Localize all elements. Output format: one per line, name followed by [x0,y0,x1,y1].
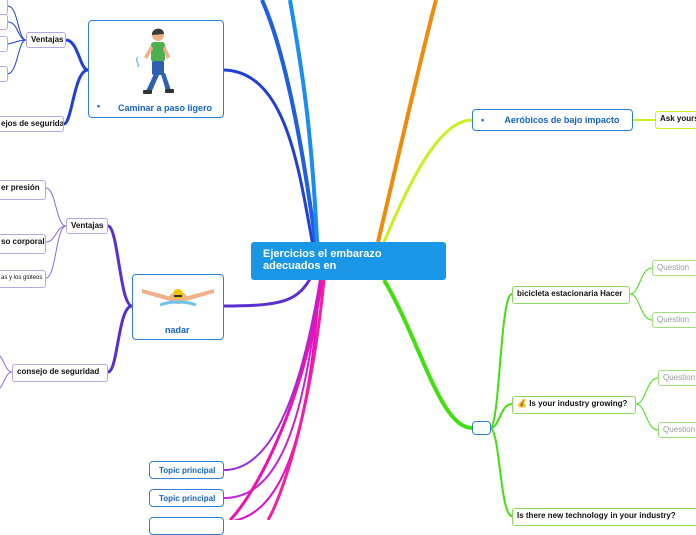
leaf-swim-peso[interactable]: so corporal [0,234,46,254]
central-topic-text: Ejercicios el embarazo adecuados en [263,248,382,272]
swimmer-icon [142,289,214,307]
topic-principal-2[interactable]: Topic principal [149,489,224,507]
subtopic-technology[interactable]: Is there new technology in your industry… [512,508,696,526]
branch-top-blue-1 [260,0,320,263]
question-4[interactable]: Question [658,422,696,438]
mindmap-connections [0,0,659,520]
subtopic-industry-growing[interactable]: 💰 Is your industry growing? [512,396,636,414]
leaf-walk-4[interactable] [0,66,8,82]
subtopic-ventajas-walk[interactable]: Ventajas [26,32,66,48]
subtopic-ventajas-swim[interactable]: Ventajas [66,218,108,234]
branch-walk-left [65,38,89,72]
topic-caminar-label: Caminar a paso ligero [118,103,213,113]
subtopic-consejos-walk[interactable]: ejos de seguridad [0,116,64,132]
walking-person-icon [135,28,174,94]
branch-walk-left2 [63,68,89,126]
money-bag-icon: 💰 [517,399,527,408]
bullet: • [97,101,101,111]
leaf-walk-1[interactable] [0,0,8,15]
topic-aerobicos-label: Aeróbicos de bajo impacto [504,115,620,125]
topic-empty-green[interactable] [472,421,491,435]
leaf-walk-2[interactable] [0,14,8,30]
topic-caminar[interactable]: • Caminar a paso ligero [88,20,224,118]
leaf-walk-3[interactable] [0,36,8,52]
question-1[interactable]: Question [652,260,696,276]
subtopic-ask-yours[interactable]: Ask yours [655,111,696,129]
leaf-swim-presion[interactable]: er presión [0,180,46,200]
leaf-swim-gluteos[interactable]: as y los glúteos [0,270,46,288]
central-topic[interactable]: Ejercicios el embarazo adecuados en [251,242,446,280]
branch-walk [223,68,318,263]
subtopic-bicicleta[interactable]: bicicleta estacionaria Hacer [512,286,630,304]
topic-nadar-label: nadar [165,325,190,335]
branch-top-blue-2 [288,0,320,263]
topic-principal-1[interactable]: Topic principal [149,461,224,479]
topic-aerobicos[interactable]: • Aeróbicos de bajo impacto [472,109,633,131]
question-2[interactable]: Question [652,312,696,328]
bullet: • [481,115,485,125]
subtopic-consejo-swim[interactable]: consejo de seguridad [12,364,108,382]
topic-nadar[interactable]: nadar [132,274,224,340]
question-3[interactable]: Question [658,370,696,386]
